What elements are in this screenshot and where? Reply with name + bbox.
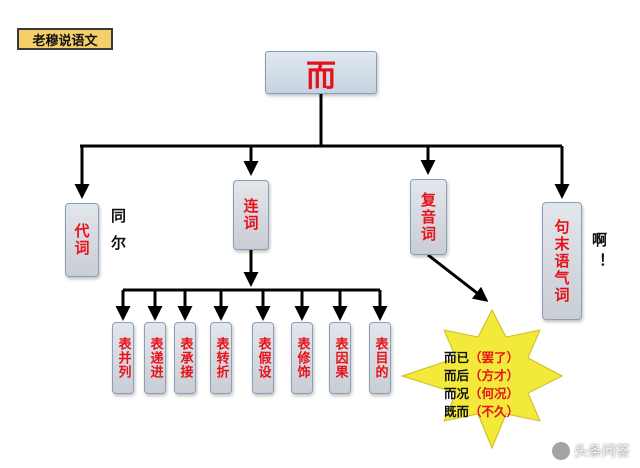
star-burst — [400, 308, 564, 450]
author-tag: 老穆说语文 — [17, 28, 113, 50]
conj-use-modifying: 表修饰 — [291, 322, 313, 394]
compound-item: 既而（不久） — [444, 404, 520, 419]
category-conjunction: 连词 — [233, 180, 269, 250]
conj-use-adversative: 表转折 — [210, 322, 232, 394]
particle-note: 啊！ — [590, 232, 608, 274]
watermark-logo-icon — [552, 442, 570, 460]
watermark-text: 头条问答 — [574, 444, 630, 460]
pronoun-note: 同尔 — [109, 208, 127, 262]
category-pronoun: 代词 — [65, 203, 99, 277]
category-compound-word: 复音词 — [410, 179, 447, 255]
compound-item: 而已（罢了） — [444, 350, 520, 365]
root-node: 而 — [265, 51, 377, 94]
compound-word-list: 而已（罢了） 而后（方才） 而况（何况） 既而（不久） — [444, 349, 554, 421]
watermark: 头条问答 — [552, 441, 630, 461]
conj-use-progressive: 表递进 — [144, 322, 166, 394]
category-final-particle: 句末语气词 — [542, 202, 582, 320]
conj-use-sequential: 表承接 — [174, 322, 196, 394]
compound-item: 而后（方才） — [444, 368, 520, 383]
compound-item: 而况（何况） — [444, 386, 520, 401]
conj-use-parallel: 表并列 — [112, 322, 134, 394]
conj-use-hypothetical: 表假设 — [252, 322, 274, 394]
conj-use-causal: 表因果 — [329, 322, 351, 394]
conj-use-purpose: 表目的 — [369, 322, 391, 394]
